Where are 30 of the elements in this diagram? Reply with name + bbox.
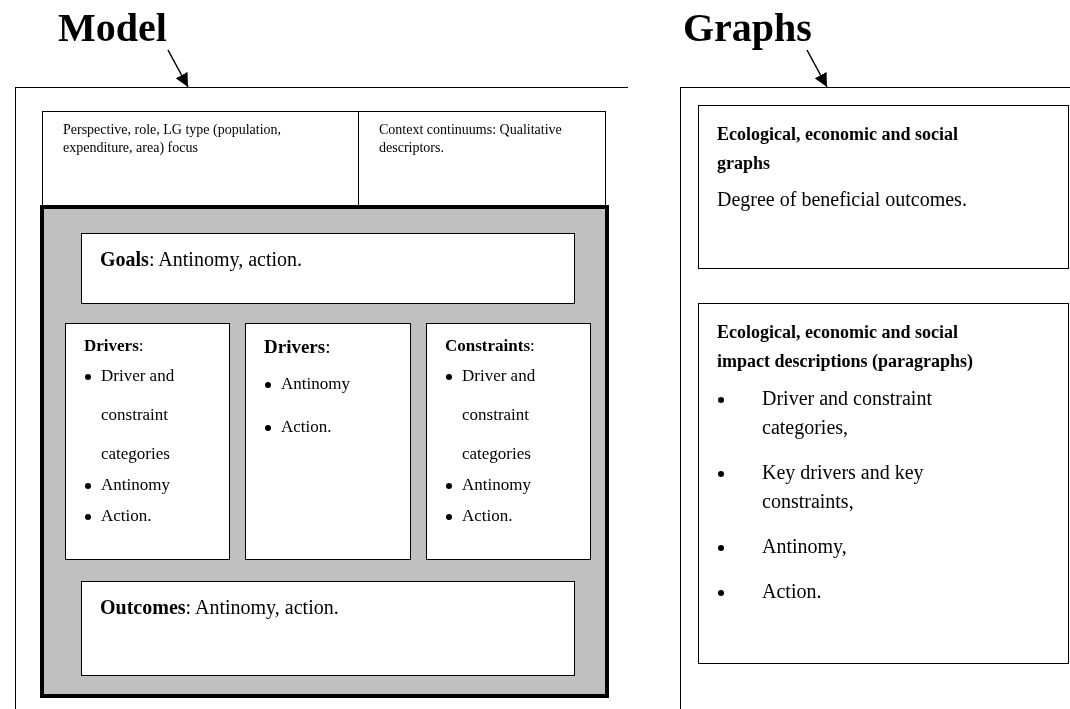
box-text: Perspective, role, LG type (population, expenditure, area) focus	[63, 121, 283, 157]
box-text: Outcomes: Antinomy, action.	[100, 596, 340, 619]
title-text: Graphs	[683, 6, 813, 50]
info-box	[42, 111, 359, 207]
section-frame	[680, 87, 1070, 709]
bullet-item: Key drivers and key constraints,	[717, 458, 978, 516]
box-text: Context continuums: Qualitative descriptors.	[379, 121, 563, 157]
bullet-item: Action.	[717, 577, 978, 606]
text-box	[698, 105, 1069, 269]
box-heading: Ecological, economic and social graphs	[717, 123, 959, 175]
text-box	[81, 233, 575, 304]
arrow	[806, 49, 828, 88]
text-box	[81, 581, 575, 676]
shaded-panel	[40, 205, 609, 698]
list-box	[426, 323, 591, 560]
box-text: Degree of beneficial outcomes.	[717, 188, 968, 211]
list-box	[245, 323, 411, 560]
box-heading: Ecological, economic and social impact descriptions (paragraphs)	[717, 321, 974, 373]
bullet-item: Antinomy,	[717, 532, 978, 561]
title-text: Model	[58, 6, 168, 50]
list-box	[65, 323, 230, 560]
info-box	[358, 111, 606, 207]
arrow	[167, 49, 189, 88]
box-heading: Constraints:	[445, 336, 536, 356]
section-frame	[15, 87, 628, 709]
bullet-item: Driver and constraint categories,	[717, 384, 978, 442]
box-heading: Drivers:	[264, 336, 332, 358]
list-box	[698, 303, 1069, 664]
box-text: Goals: Antinomy, action.	[100, 248, 304, 271]
box-heading: Drivers:	[84, 336, 145, 356]
